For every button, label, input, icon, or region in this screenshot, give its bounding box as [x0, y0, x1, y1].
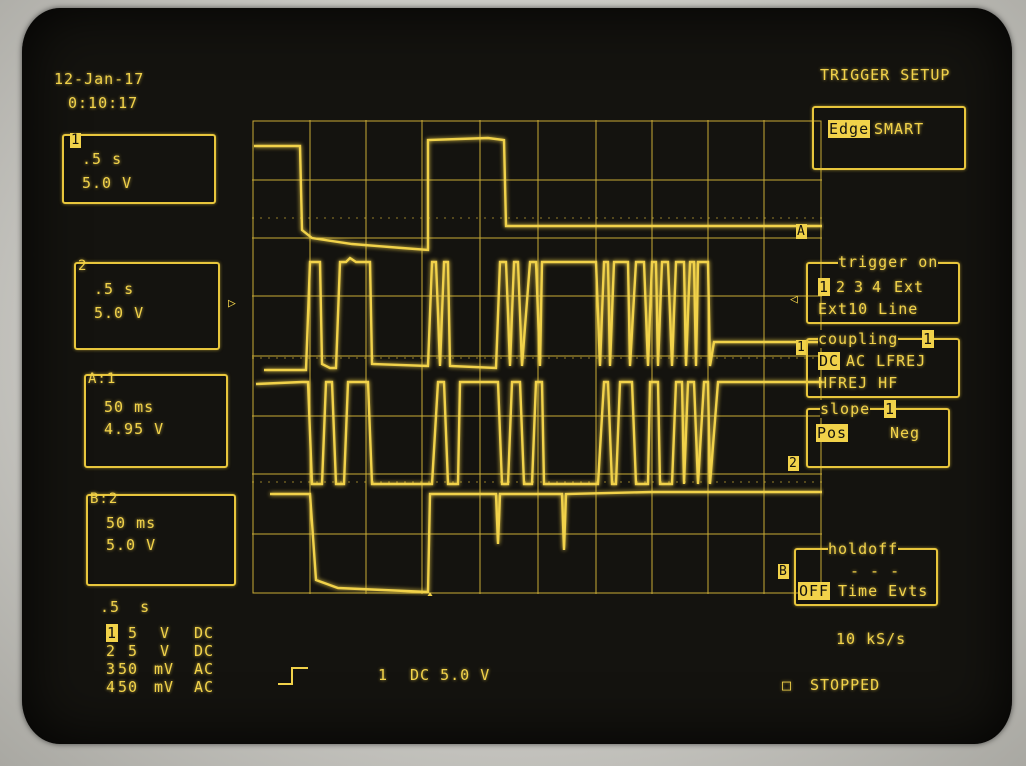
trigger-type-menu[interactable]: Edge SMART — [812, 106, 966, 170]
waveform-display — [252, 120, 822, 596]
summary-channel-coupling: DC — [194, 642, 215, 660]
channel-a-tag: A:1 — [88, 371, 117, 387]
channel-2-ground-marker: ▷ — [228, 296, 236, 311]
marker-a: A — [796, 224, 807, 239]
holdoff-time-evts-options[interactable]: Time Evts — [838, 582, 929, 600]
slope-pos-option[interactable]: Pos — [816, 424, 849, 442]
holdoff-off-option[interactable]: OFF — [798, 582, 831, 600]
trigger-source-3[interactable]: 3 — [854, 278, 865, 296]
summary-channel-unit: mV — [154, 678, 175, 696]
channel-b-box[interactable]: B:2 50 ms 5.0 V — [86, 491, 236, 586]
time-readout: 0:10:17 — [68, 94, 139, 112]
status-text: STOPPED — [810, 676, 881, 694]
trace-a — [255, 380, 822, 486]
summary-channel-number: 1 — [106, 624, 119, 642]
trigger-summary-coupling: DC 5.0 V — [410, 666, 491, 684]
channel-2-box[interactable]: 2 .5 s 5.0 V — [74, 258, 220, 350]
slope-title: slope — [820, 400, 871, 418]
summary-channel-value: 50 — [118, 678, 139, 696]
channel-1-timebase: .5 s — [82, 150, 123, 168]
summary-channel-value: 5 — [128, 624, 139, 642]
timebase-summary: .5 s — [100, 598, 151, 616]
channel-2-timebase: .5 s — [94, 280, 135, 298]
date-readout: 12-Jan-17 — [54, 70, 145, 88]
coupling-title: coupling — [818, 330, 899, 348]
trigger-on-title: trigger on — [838, 253, 939, 271]
smart-option[interactable]: SMART — [874, 120, 925, 138]
summary-channel-value: 5 — [128, 642, 139, 660]
trace-1 — [254, 136, 822, 252]
oscilloscope-screen: 12-Jan-17 0:10:17 TRIGGER SETUP 1 .5 s 5… — [22, 8, 1012, 744]
trigger-source-ext[interactable]: Ext — [894, 278, 925, 296]
trace-b — [270, 490, 822, 594]
coupling-row1-options[interactable]: AC LFREJ — [846, 352, 927, 370]
summary-channel-coupling: AC — [194, 678, 215, 696]
marker-1: 1 — [796, 340, 807, 355]
channel-a-timebase: 50 ms — [104, 398, 155, 416]
summary-channel-number: 3 — [106, 660, 117, 678]
coupling-menu[interactable]: coupling 1 DC AC LFREJ HFREJ HF — [806, 330, 960, 398]
summary-channel-coupling: AC — [194, 660, 215, 678]
status-box-icon: □ — [782, 676, 793, 694]
channel-b-volts: 5.0 V — [106, 536, 157, 554]
edge-option[interactable]: Edge — [828, 120, 871, 138]
channel-1-tag: 1 — [70, 132, 82, 148]
trigger-source-1[interactable]: 1 — [818, 278, 831, 296]
channel-b-timebase: 50 ms — [106, 514, 157, 532]
trigger-level-marker: ◁ — [790, 292, 798, 307]
slope-channel: 1 — [884, 400, 897, 418]
trigger-on-menu[interactable]: trigger on 1 2 3 4 Ext Ext10 Line — [806, 253, 960, 324]
coupling-row2-options[interactable]: HFREJ HF — [818, 374, 899, 392]
channel-1-volts: 5.0 V — [82, 174, 133, 192]
marker-2: 2 — [788, 456, 799, 471]
coupling-channel: 1 — [922, 330, 935, 348]
rising-edge-icon — [278, 667, 308, 685]
trigger-source-2[interactable]: 2 — [836, 278, 847, 296]
channel-a-volts: 4.95 V — [104, 420, 165, 438]
menu-title: TRIGGER SETUP — [820, 66, 951, 84]
holdoff-title: holdoff — [828, 540, 899, 558]
summary-channel-value: 50 — [118, 660, 139, 678]
trace-2 — [264, 256, 822, 372]
marker-b: B — [778, 564, 789, 579]
summary-channel-unit: V — [160, 642, 171, 660]
slope-neg-option[interactable]: Neg — [890, 424, 921, 442]
slope-menu[interactable]: slope 1 Pos Neg — [806, 400, 950, 468]
summary-channel-unit: V — [160, 624, 171, 642]
holdoff-dashes: - - - — [850, 562, 901, 580]
coupling-dc-option[interactable]: DC — [818, 352, 841, 370]
channel-b-tag: B:2 — [90, 491, 119, 507]
summary-channel-coupling: DC — [194, 624, 215, 642]
trigger-source-4[interactable]: 4 — [872, 278, 883, 296]
sample-rate: 10 kS/s — [836, 630, 907, 648]
summary-channel-number: 2 — [106, 642, 117, 660]
trigger-summary-source: 1 — [378, 666, 389, 684]
trigger-on-row2[interactable]: Ext10 Line — [818, 300, 919, 318]
channel-1-box[interactable]: 1 .5 s 5.0 V — [62, 132, 216, 204]
channel-2-tag: 2 — [78, 258, 88, 274]
channel-2-volts: 5.0 V — [94, 304, 145, 322]
channel-a-box[interactable]: A:1 50 ms 4.95 V — [84, 371, 228, 468]
holdoff-menu[interactable]: holdoff - - - OFF Time Evts — [794, 540, 938, 606]
summary-channel-number: 4 — [106, 678, 117, 696]
summary-channel-unit: mV — [154, 660, 175, 678]
